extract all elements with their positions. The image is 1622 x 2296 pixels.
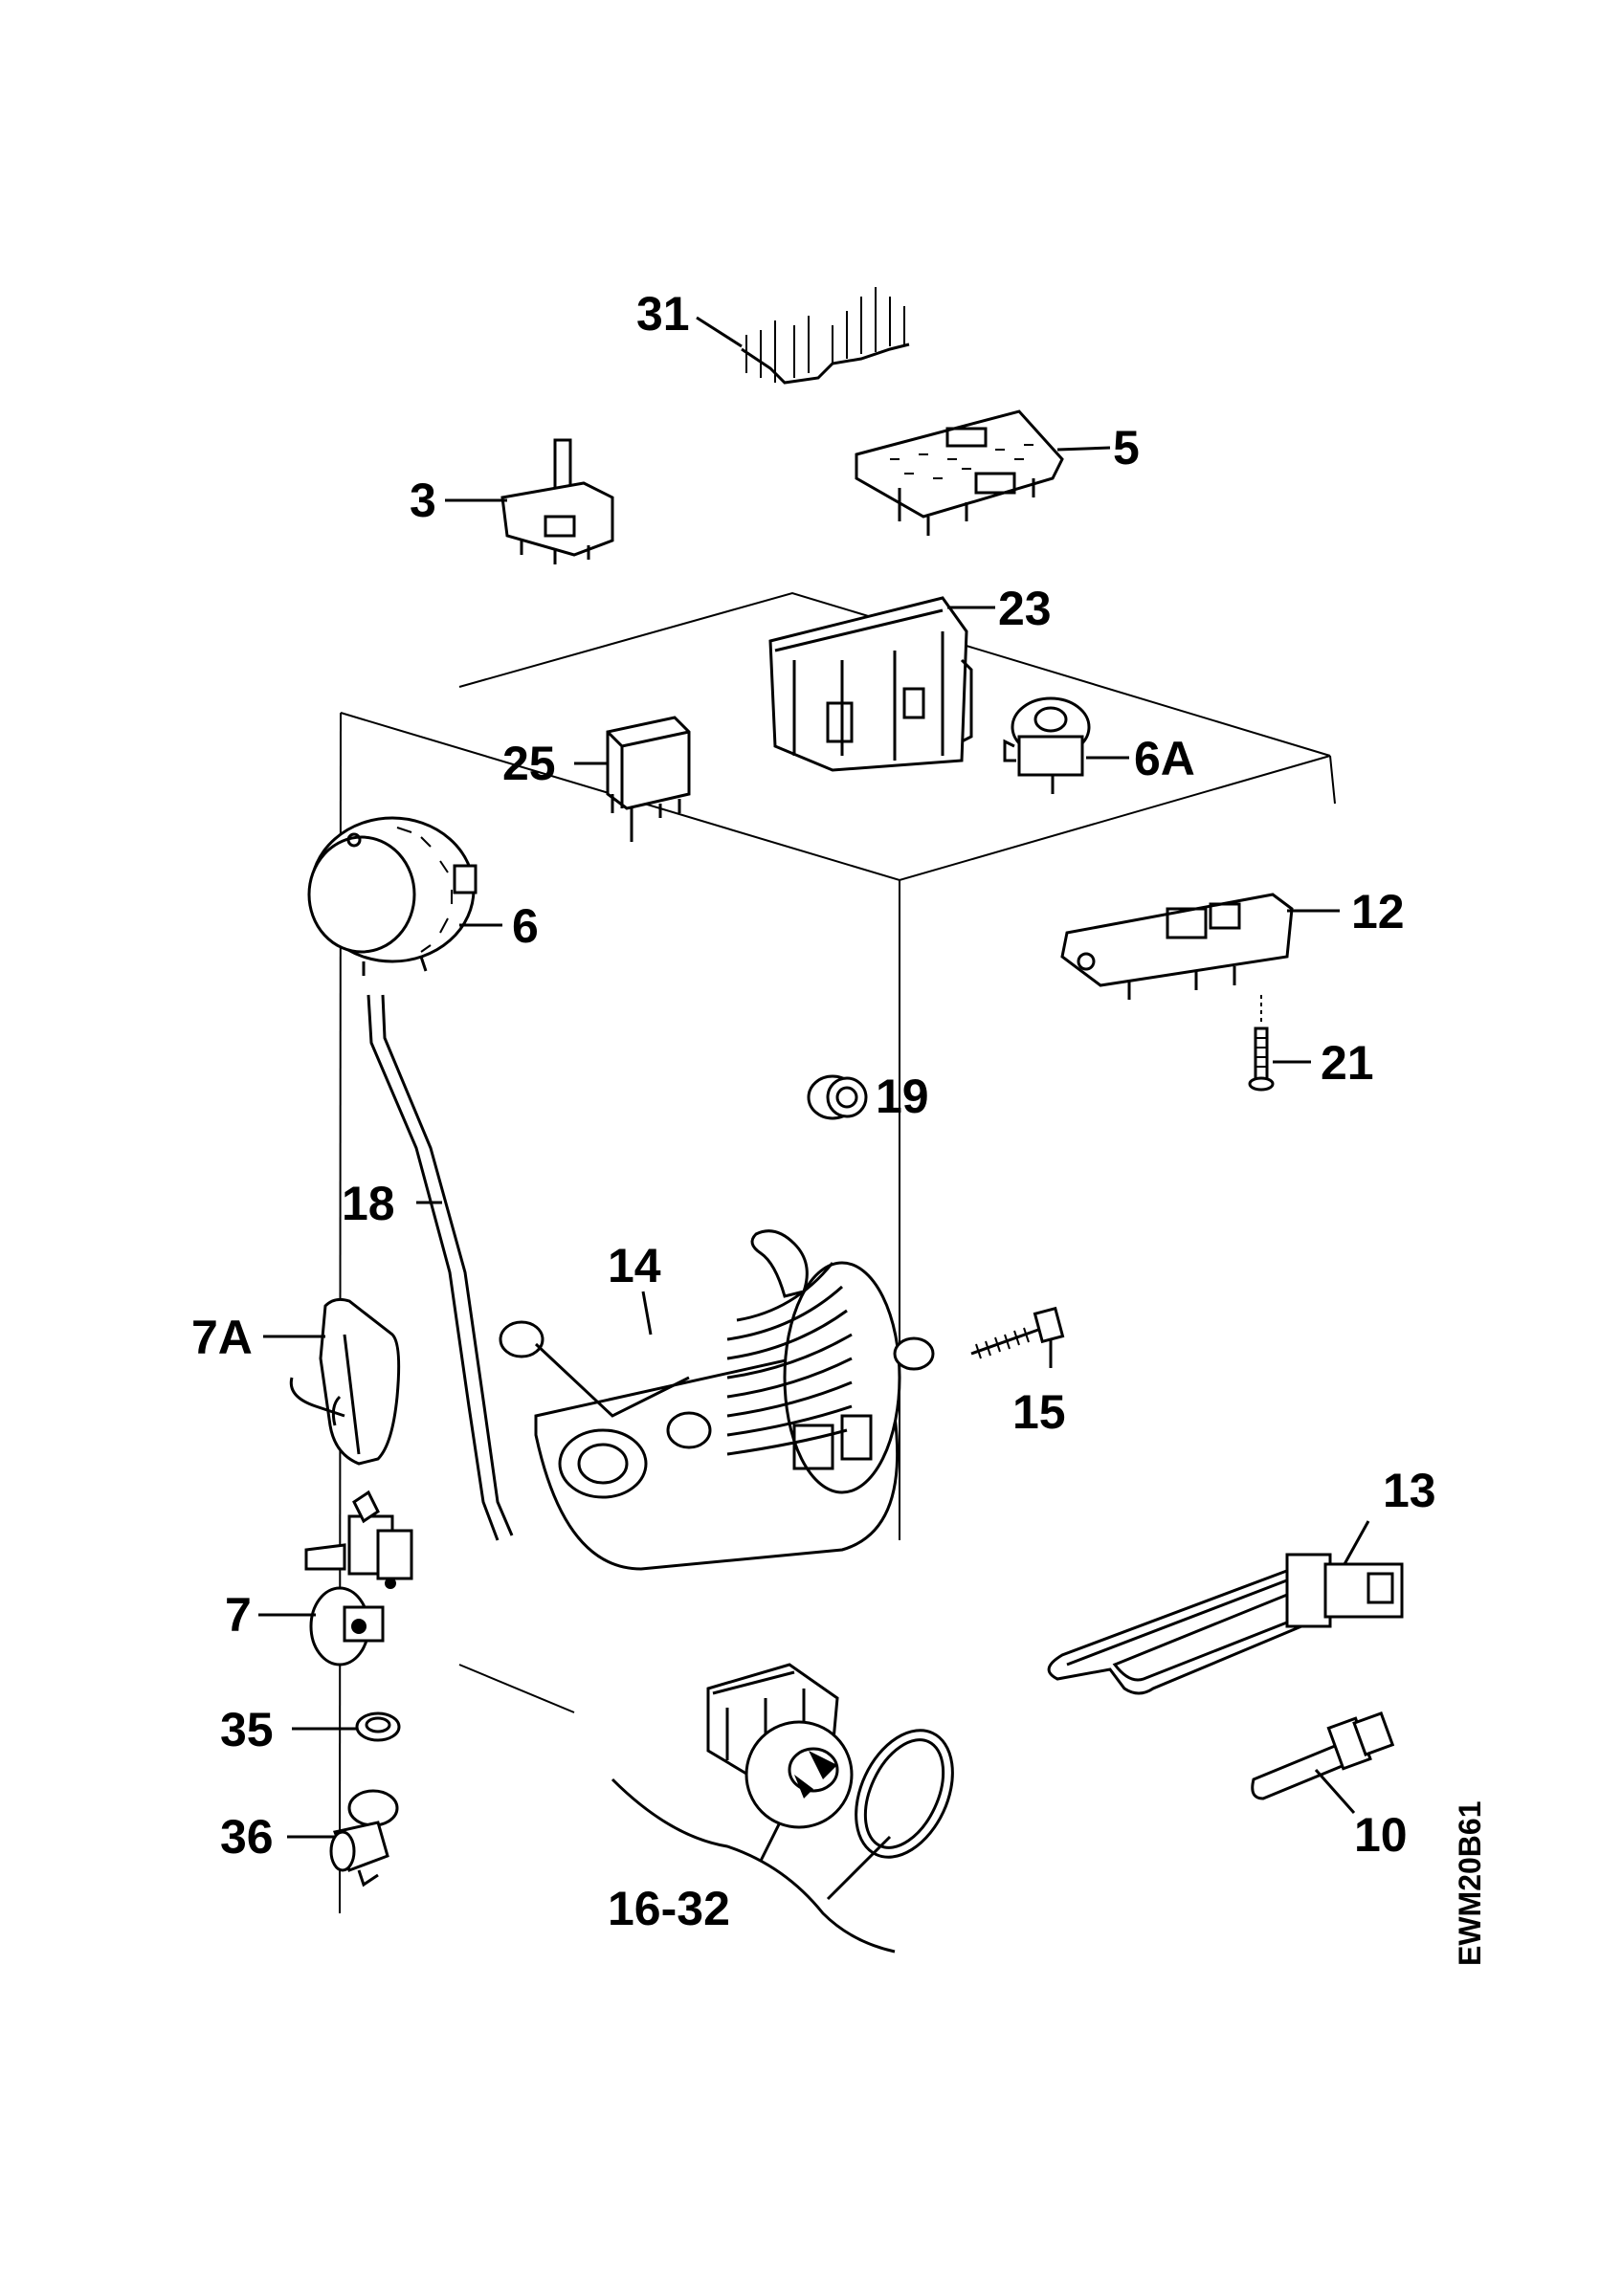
part-6-timer [307,816,478,976]
label-6a: 6A [1134,732,1195,785]
label-5: 5 [1113,421,1140,475]
leader-10 [1314,1769,1356,1814]
part-5-control-board [855,409,1064,536]
part-19-grommet [807,1074,868,1120]
label-18: 18 [342,1177,395,1230]
part-7-inlet-valve [304,1490,413,1667]
part-21-screw [1248,995,1275,1092]
label-25: 25 [502,737,556,790]
tub-bottom-curve [611,1777,896,1954]
label-10: 10 [1354,1808,1408,1862]
part-23-program-module [768,596,973,772]
cabinet-outline [339,591,1336,1914]
diagram-code: EWM20B61 [1453,1801,1487,1967]
part-16-32-drain-pump [706,1663,954,1859]
leader-16-32-b [826,1835,892,1901]
part-35-ring [355,1711,401,1742]
label-7a: 7A [191,1311,253,1364]
part-15-bolt [970,1306,1065,1359]
part-36-connector [329,1789,399,1888]
part-13-heater [1047,1553,1404,1695]
label-36: 36 [220,1810,274,1864]
label-14: 14 [608,1239,661,1292]
label-31: 31 [636,287,690,341]
part-14-motor [499,1229,935,1571]
leader-14 [641,1291,653,1336]
part-7a-cover [289,1297,401,1466]
part-3-selector-switch [500,438,614,564]
part-10-sensor [1251,1711,1395,1800]
label-19: 19 [876,1070,929,1123]
part-12-door-lock [1060,893,1294,1000]
label-7: 7 [225,1588,252,1642]
label-21: 21 [1321,1036,1374,1090]
part-25-relay [606,716,691,842]
label-23: 23 [998,582,1052,635]
label-6: 6 [512,899,539,953]
part-6a-pressure-switch [1003,696,1091,794]
label-12: 12 [1351,885,1405,938]
leader-16-32-a [759,1821,782,1862]
label-16-32: 16-32 [608,1882,730,1935]
leader-31 [696,316,743,348]
part-18-hose [367,994,514,1541]
label-15: 15 [1012,1385,1066,1439]
leader-13 [1343,1520,1370,1565]
label-13: 13 [1383,1464,1436,1517]
part-31-wiring-harness [741,287,910,385]
leader-5 [1056,446,1111,452]
label-35: 35 [220,1703,274,1756]
label-3: 3 [410,474,436,527]
